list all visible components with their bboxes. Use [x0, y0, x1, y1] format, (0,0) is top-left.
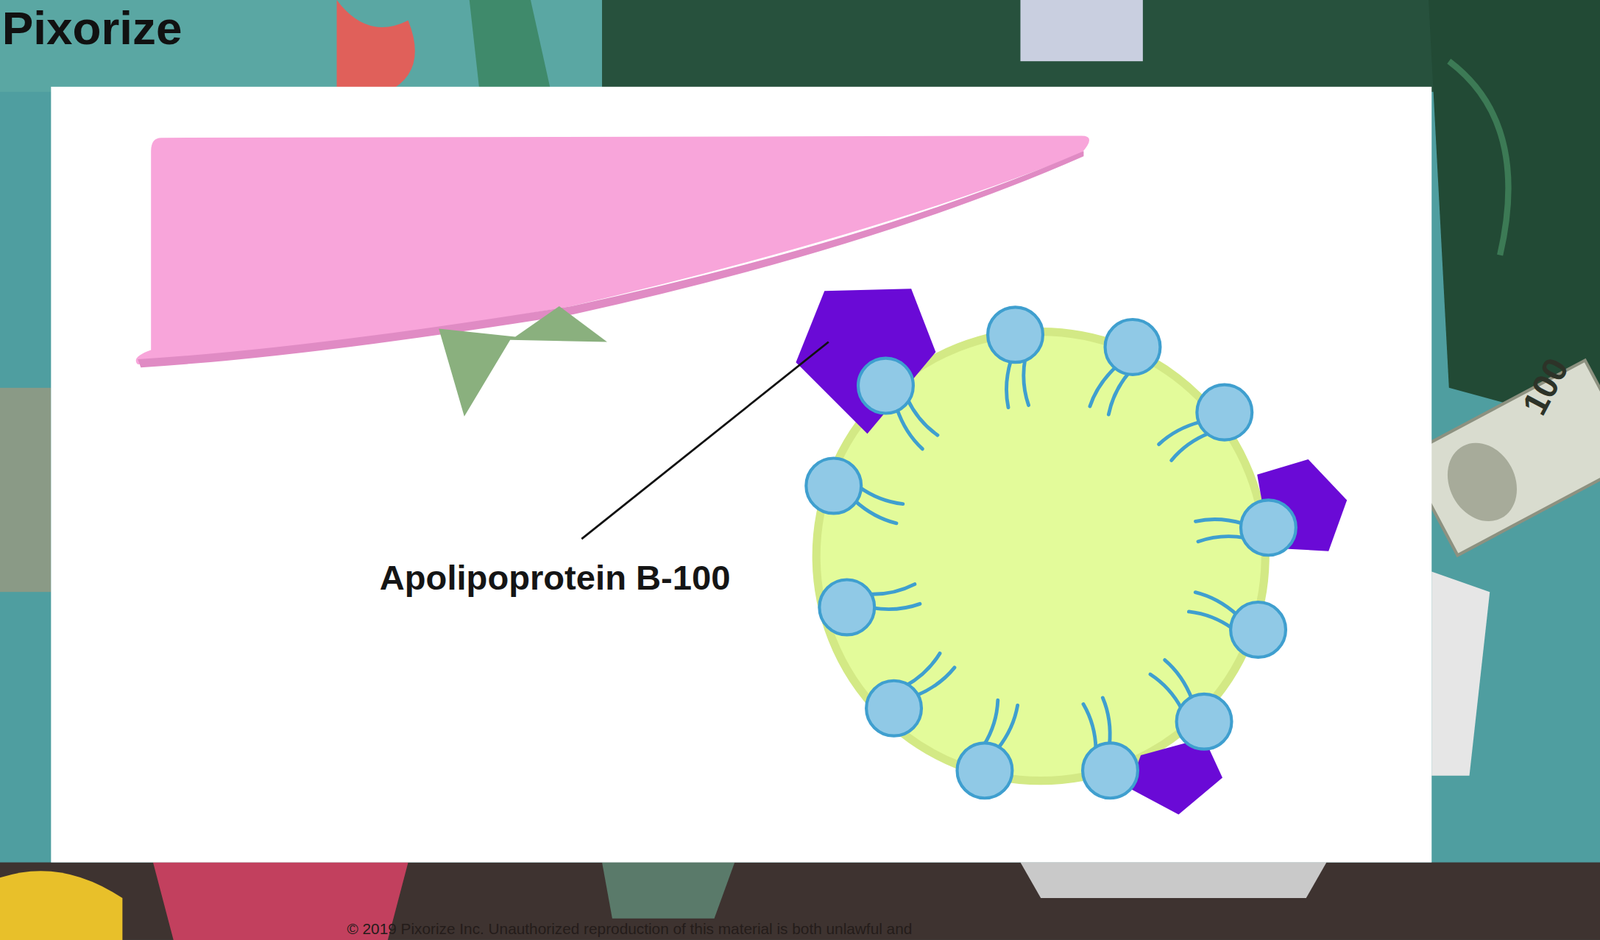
- lipid-tail: [983, 699, 998, 745]
- lipid-tail: [1083, 704, 1096, 750]
- lipid-tail: [907, 398, 938, 435]
- lipid-tail: [997, 705, 1018, 749]
- lipid-tail: [868, 584, 915, 595]
- lipid-head: [1196, 384, 1252, 441]
- logo-text: Pixorize: [2, 2, 183, 54]
- lipid-tail: [897, 408, 923, 449]
- lipid-head: [866, 680, 922, 736]
- lipid-tail: [1195, 519, 1244, 525]
- lipid-head: [1230, 602, 1286, 658]
- lipid-tail: [854, 500, 897, 524]
- lipid-tail: [1165, 660, 1193, 700]
- lipid-tail: [858, 486, 903, 504]
- part-label: Apolipoprotein B-100: [379, 559, 731, 598]
- lipid-tail: [1159, 421, 1202, 445]
- lipid-tail: [1089, 366, 1117, 407]
- lipid-head: [1176, 694, 1233, 750]
- lipid-head: [957, 742, 1013, 798]
- lipid-head: [1105, 319, 1161, 375]
- lipid-head: [858, 358, 914, 414]
- lipid-tail: [916, 667, 955, 696]
- lipid-tail: [1171, 432, 1210, 460]
- lipid-tail: [872, 603, 920, 609]
- lipid-tail: [1150, 674, 1182, 709]
- lipid-head: [1240, 499, 1297, 555]
- lipid-tail: [905, 653, 940, 686]
- lipid-tail: [1108, 372, 1129, 415]
- copyright-note: © 2019 Pixorize Inc. Unauthorized reprod…: [346, 920, 912, 938]
- lipid-head: [819, 579, 875, 636]
- lipid-tail: [1198, 536, 1246, 542]
- lipid-tail: [1102, 697, 1110, 745]
- lipid-head: [805, 458, 862, 514]
- lipid-tail: [1188, 611, 1233, 629]
- lipid-tail: [1023, 358, 1029, 406]
- lipid-head: [1082, 742, 1138, 798]
- lipid-head: [987, 306, 1043, 363]
- lipid-tail: [1195, 592, 1238, 616]
- lipid-tail: [1006, 359, 1012, 408]
